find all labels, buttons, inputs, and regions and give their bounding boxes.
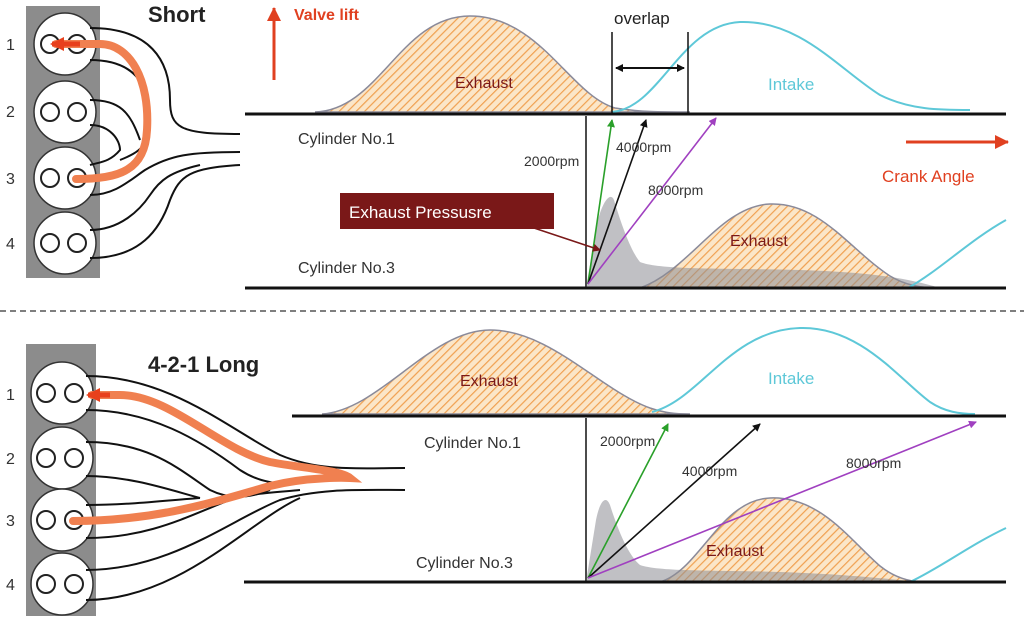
cylinder-number: 1 bbox=[6, 37, 15, 54]
overlap-label: overlap bbox=[614, 9, 670, 28]
cylinder-label-1-short: Cylinder No.1 bbox=[298, 131, 395, 148]
exhaust-label-cyl3-short: Exhaust bbox=[730, 233, 788, 250]
cylinder-number: 1 bbox=[6, 387, 15, 404]
rpm-4000-vector-long bbox=[587, 423, 761, 579]
cylinder-number: 4 bbox=[6, 236, 15, 253]
panel-title-short: Short bbox=[148, 2, 206, 27]
long-header-panel: 1 2 3 4 4-2-1 Long Exhaust Intake Cylind… bbox=[6, 326, 1007, 616]
exhaust-pressure-pointer bbox=[533, 227, 601, 252]
crank-angle-label: Crank Angle bbox=[882, 167, 975, 186]
valves-long bbox=[36, 383, 84, 594]
rpm-4000-vector-short bbox=[587, 119, 648, 285]
cylinder-label-3-long: Cylinder No.3 bbox=[416, 555, 513, 572]
intake-curve-cyl3-short bbox=[907, 219, 1007, 289]
cylinder-label-1-long: Cylinder No.1 bbox=[424, 435, 521, 452]
exhaust-curve-cyl1-short bbox=[314, 15, 691, 113]
rpm-2000-vector-short bbox=[587, 119, 615, 285]
short-header-panel: 1 2 3 4 Short Valve lift Exhaust Intake … bbox=[6, 2, 1009, 290]
intake-curve-cyl1-long bbox=[651, 326, 976, 415]
valve-lift-label: Valve lift bbox=[294, 7, 360, 24]
exhaust-label-cyl1-long: Exhaust bbox=[460, 373, 518, 390]
cylinder-label-3-short: Cylinder No.3 bbox=[298, 260, 395, 277]
exhaust-curve-cyl1-long bbox=[321, 329, 691, 415]
panel-title-long: 4-2-1 Long bbox=[148, 352, 259, 377]
exhaust-pipes-short bbox=[89, 27, 241, 259]
cylinder-ports-long bbox=[30, 361, 94, 616]
rpm-4000-label-short: 4000rpm bbox=[616, 139, 671, 155]
cylinder-number: 2 bbox=[6, 451, 15, 468]
exhaust-pressure-callout bbox=[340, 193, 554, 229]
exhaust-pressure-wave-long bbox=[586, 500, 920, 582]
exhaust-label-cyl3-long: Exhaust bbox=[706, 543, 764, 560]
exhaust-pressure-wave-short bbox=[586, 196, 940, 288]
rpm-2000-label-long: 2000rpm bbox=[600, 433, 655, 449]
intake-label-cyl1-short: Intake bbox=[768, 75, 814, 94]
rpm-8000-label-short: 8000rpm bbox=[648, 182, 703, 198]
cylinder-number: 2 bbox=[6, 104, 15, 121]
exhaust-curve-cyl3-long bbox=[659, 497, 926, 583]
rpm-8000-label-long: 8000rpm bbox=[846, 455, 901, 471]
intake-label-cyl1-long: Intake bbox=[768, 369, 814, 388]
rpm-2000-vector-long bbox=[587, 423, 669, 579]
intake-curve-cyl1-short bbox=[611, 20, 971, 113]
rpm-2000-label-short: 2000rpm bbox=[524, 153, 579, 169]
cylinder-number: 3 bbox=[6, 513, 15, 530]
rpm-8000-vector-long bbox=[587, 420, 977, 579]
rpm-4000-label-long: 4000rpm bbox=[682, 463, 737, 479]
cylinder-number: 4 bbox=[6, 577, 15, 594]
rpm-8000-vector-short bbox=[587, 117, 717, 285]
exhaust-pressure-label: Exhaust Pressusre bbox=[349, 203, 492, 222]
exhaust-flow-path-long bbox=[69, 391, 363, 525]
cylinder-number: 3 bbox=[6, 171, 15, 188]
intake-curve-cyl3-long bbox=[909, 527, 1007, 583]
exhaust-label-cyl1-short: Exhaust bbox=[455, 75, 513, 92]
exhaust-flow-path-short bbox=[52, 40, 152, 183]
